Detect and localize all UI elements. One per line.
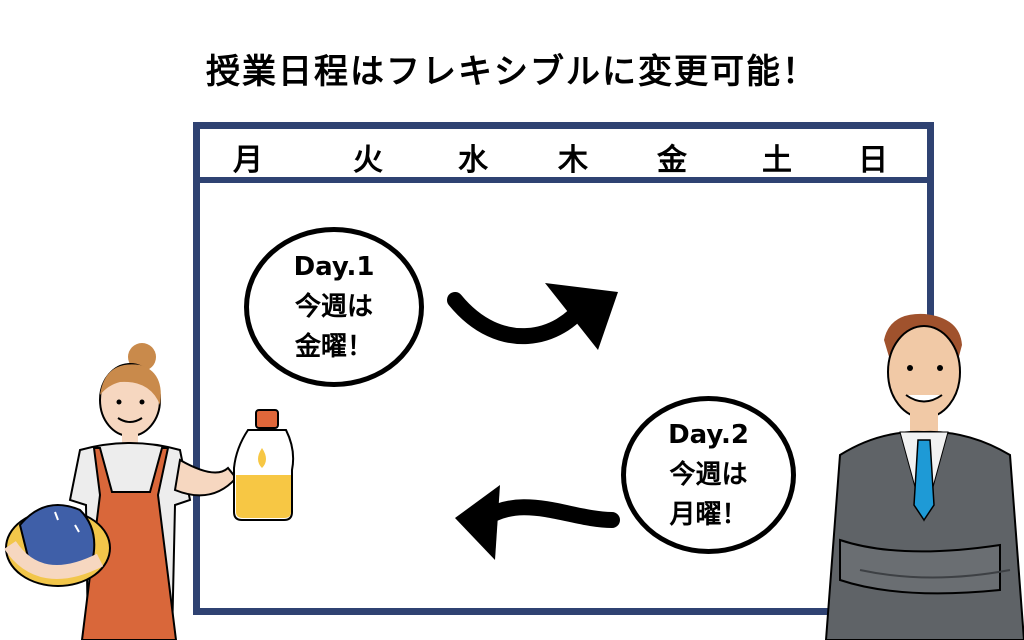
bubble-day1: Day.1 今週は 金曜！ bbox=[244, 227, 424, 387]
weekday-thu: 木 bbox=[558, 143, 588, 178]
weekday-header: 月 火 水 木 金 土 日 bbox=[200, 129, 927, 183]
bubble-day2-line3: 月曜！ bbox=[669, 500, 748, 530]
page-title: 授業日程はフレキシブルに変更可能！ bbox=[206, 52, 818, 92]
bubble-day1-line2: 今週は bbox=[294, 292, 373, 322]
bubble-day2: Day.2 今週は 月曜！ bbox=[621, 396, 796, 554]
weekday-sun: 日 bbox=[858, 143, 888, 178]
weekday-tue: 火 bbox=[353, 143, 383, 178]
arrow-left-icon bbox=[455, 485, 620, 560]
weekday-sat: 土 bbox=[762, 143, 792, 178]
bubble-day2-line1: Day.2 bbox=[668, 420, 749, 450]
bubble-day2-line2: 今週は bbox=[669, 460, 748, 490]
bubble-day1-line3: 金曜！ bbox=[294, 332, 373, 362]
weekday-wed: 水 bbox=[458, 143, 488, 178]
bubble-day1-line1: Day.1 bbox=[293, 252, 375, 282]
weekday-mon: 月 bbox=[233, 143, 263, 178]
arrow-right-icon bbox=[447, 283, 618, 350]
weekday-fri: 金 bbox=[657, 143, 687, 178]
